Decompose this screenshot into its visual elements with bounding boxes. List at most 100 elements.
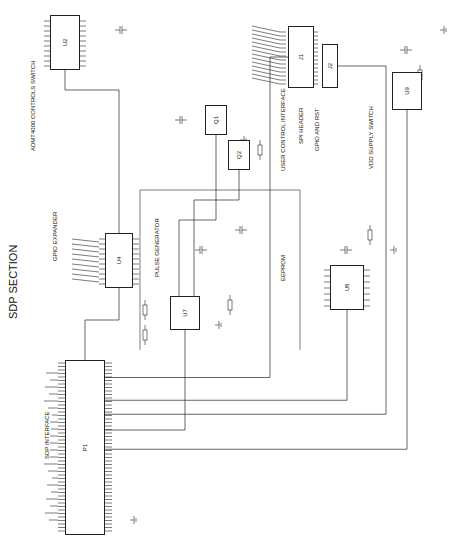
pin-stub [58,450,65,451]
resistor-symbol [143,330,147,340]
ground-symbol [394,246,395,254]
pin-stub [58,419,65,420]
section-heading: PULSE GENERATOR [154,217,160,278]
pin-stub [105,433,112,434]
signal-wire [50,443,58,444]
pin-stub [58,461,65,462]
part-reference: U7 [182,309,188,317]
signal-wire [50,380,58,381]
pin-stub [133,244,139,245]
wire [122,30,127,31]
power-rail [140,190,141,350]
pin-stub [314,52,318,53]
pin-stub [280,44,286,45]
pin-stub [105,405,112,406]
pin-stub [133,284,139,285]
pin-stub [58,468,65,469]
ground-symbol [444,26,445,34]
pin-stub [105,422,112,423]
pin-stub [105,485,112,486]
ground-symbol [446,28,447,32]
sheet-title: SDP SECTION [8,244,19,320]
wire [230,295,231,300]
pin-stub [58,363,65,364]
pin-stub [58,489,65,490]
signal-wire [49,520,58,521]
pin-stub [280,52,286,53]
pin-stub [364,282,370,283]
pin-stub [58,384,65,385]
pin-stub [105,492,112,493]
signal-wire [52,415,58,416]
ground-symbol [396,248,397,252]
pin-stub [105,496,112,497]
part-reference: U4 [116,257,122,265]
pin-stub [105,520,112,521]
ground-symbol [221,323,222,327]
signal-wire [47,485,58,486]
pin-stub [280,84,286,85]
net-wire [65,70,119,233]
pin-stub [105,426,112,427]
net-wire [105,330,185,430]
pin-stub [105,468,112,469]
resistor-symbol [143,305,147,315]
signal-wire [52,478,58,479]
pin-stub [58,520,65,521]
pin-stub [80,61,86,62]
pin-stub [364,306,370,307]
section-heading: USER CONTROL INTERFACE [280,87,286,172]
pin-stub [58,478,65,479]
section-heading: GPIO EXPANDER [52,211,58,262]
pin-stub [58,454,65,455]
signal-wire [51,429,58,430]
pin-stub [58,457,65,458]
signal-wire [72,279,99,282]
pin-stub [314,36,318,37]
signal-wire [252,26,280,32]
pin-stub [314,80,318,81]
part-reference: U8 [344,284,350,292]
pin-stub [105,503,112,504]
signal-wire [50,506,58,507]
pin-stub [280,56,286,57]
signal-wire [45,513,58,514]
pin-stub [105,384,112,385]
wire [202,250,207,251]
pin-stub [105,366,112,367]
net-wire [105,310,347,400]
pin-stub [58,471,65,472]
section-heading: SDP INTERFACE [44,410,50,460]
pin-stub [314,76,318,77]
pin-stub [133,239,139,240]
pin-stub [314,60,318,61]
ground-symbol [215,325,219,326]
signal-wire [72,239,99,242]
wire [182,120,187,121]
section-heading: EEPROM [280,254,286,282]
pin-stub [133,269,139,270]
pin-stub [105,454,112,455]
pin-stub [105,363,112,364]
wire [242,230,247,231]
pin-stub [58,524,65,525]
pin-stub [105,415,112,416]
ic-box: U7 [170,296,200,330]
wire [420,65,421,70]
ground-symbol [219,321,220,329]
pin-stub [280,32,286,33]
wire [145,340,146,345]
pin-stub [58,485,65,486]
pin-stub [58,373,65,374]
pin-stub [280,80,286,81]
wire [145,300,146,305]
signal-wire [72,259,99,262]
wire [407,50,412,51]
pin-stub [58,513,65,514]
pin-stub [58,436,65,437]
pin-stub [105,506,112,507]
ground-symbol [136,518,137,522]
pin-stub [105,471,112,472]
pin-stub [58,429,65,430]
